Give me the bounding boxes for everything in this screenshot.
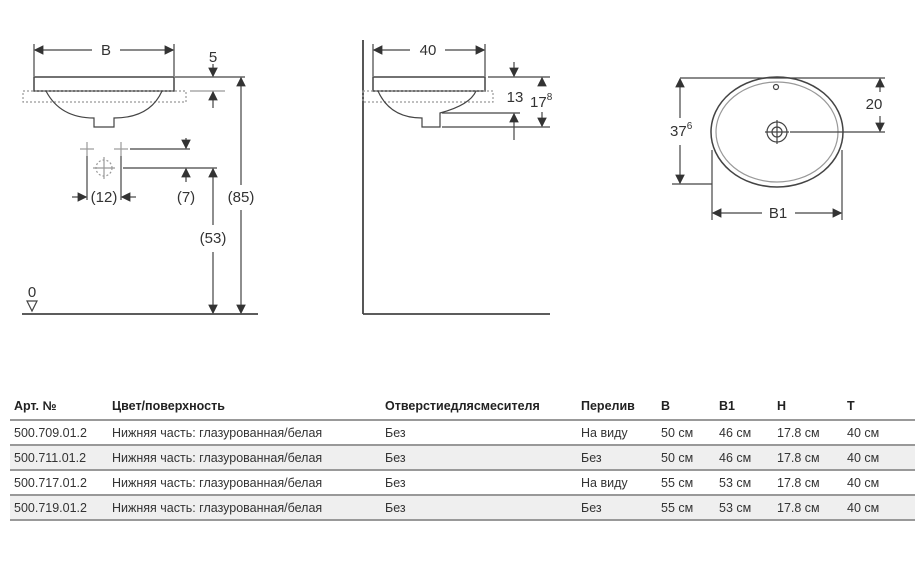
cell-faucet-hole: Без <box>381 445 577 471</box>
label-length: 376 <box>670 121 693 140</box>
cell-b1: 53 см <box>715 470 773 496</box>
product-table: Арт. № Цвет/поверхность Отверстиедлясмес… <box>10 393 915 521</box>
label-faucet-offset: (7) <box>177 189 195 206</box>
cell-t: 40 см <box>843 420 915 446</box>
label-width-b1: B1 <box>769 205 787 222</box>
label-total-height: 178 <box>530 92 553 111</box>
col-faucet-hole: Отверстиедлясмесителя <box>381 393 577 421</box>
label-drain-offset: 20 <box>866 96 883 113</box>
cell-h: 17.8 см <box>773 445 843 471</box>
cell-color: Нижняя часть: глазурованная/белая <box>108 495 381 521</box>
col-b: B <box>657 393 715 421</box>
cell-t: 40 см <box>843 495 915 521</box>
cell-b1: 46 см <box>715 445 773 471</box>
side-view <box>362 40 550 315</box>
cell-t: 40 см <box>843 445 915 471</box>
cell-b: 50 см <box>657 445 715 471</box>
col-color: Цвет/поверхность <box>108 393 381 421</box>
cell-article: 500.717.01.2 <box>10 470 108 496</box>
cell-faucet-hole: Без <box>381 470 577 496</box>
cell-overflow: На виду <box>577 470 657 496</box>
cell-h: 17.8 см <box>773 420 843 446</box>
cell-b: 55 см <box>657 470 715 496</box>
technical-drawing: B 5 (12) (7) (85) (53) 0 40 13 178 20 37… <box>22 40 885 315</box>
label-bowl-height: 13 <box>507 89 524 106</box>
label-rim: 5 <box>209 49 217 66</box>
cell-article: 500.711.01.2 <box>10 445 108 471</box>
label-faucet-spacing: (12) <box>91 189 118 206</box>
cell-faucet-hole: Без <box>381 420 577 446</box>
cell-article: 500.709.01.2 <box>10 420 108 446</box>
cell-b: 50 см <box>657 420 715 446</box>
col-article: Арт. № <box>10 393 108 421</box>
cell-overflow: На виду <box>577 420 657 446</box>
front-view <box>22 44 258 315</box>
col-h: H <box>773 393 843 421</box>
label-height-total: (85) <box>228 189 255 206</box>
label-width-b: B <box>101 42 111 59</box>
cell-article: 500.719.01.2 <box>10 495 108 521</box>
label-depth: 40 <box>420 42 437 59</box>
top-view <box>672 76 885 220</box>
cell-color: Нижняя часть: глазурованная/белая <box>108 470 381 496</box>
cell-b: 55 см <box>657 495 715 521</box>
cell-t: 40 см <box>843 470 915 496</box>
cell-overflow: Без <box>577 495 657 521</box>
cell-b1: 53 см <box>715 495 773 521</box>
col-t: T <box>843 393 915 421</box>
col-b1: B1 <box>715 393 773 421</box>
col-overflow: Перелив <box>577 393 657 421</box>
label-height-tap: (53) <box>200 230 227 247</box>
cell-color: Нижняя часть: глазурованная/белая <box>108 420 381 446</box>
label-floor: 0 <box>28 284 36 301</box>
cell-color: Нижняя часть: глазурованная/белая <box>108 445 381 471</box>
cell-h: 17.8 см <box>773 495 843 521</box>
table-header: Арт. № Цвет/поверхность Отверстиедлясмес… <box>10 393 915 421</box>
cell-overflow: Без <box>577 445 657 471</box>
cell-h: 17.8 см <box>773 470 843 496</box>
cell-faucet-hole: Без <box>381 495 577 521</box>
cell-b1: 46 см <box>715 420 773 446</box>
